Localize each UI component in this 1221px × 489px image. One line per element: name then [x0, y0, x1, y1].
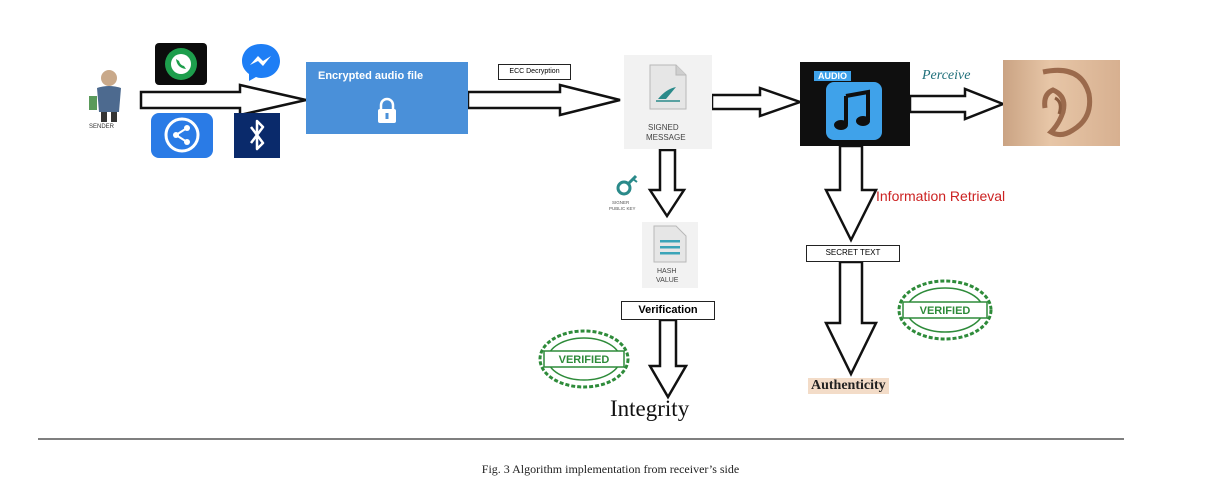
ear-image [1003, 60, 1120, 146]
authenticity-label: Authenticity [808, 378, 889, 394]
audio-tag: AUDIO [814, 71, 851, 81]
signed-message-line2: MESSAGE [646, 133, 686, 142]
hash-value-line2: VALUE [656, 277, 679, 284]
arrow-audio-to-ear [908, 87, 1007, 121]
verified-stamp-right: VERIFIED [895, 278, 995, 342]
key-caption-line1: SIGNER [612, 200, 630, 205]
stamp-right-text: VERIFIED [920, 305, 971, 317]
sender-label: SENDER [89, 124, 115, 130]
person-icon [89, 70, 121, 122]
hash-document-icon [653, 225, 687, 263]
audio-card: AUDIO [800, 62, 910, 146]
shareit-icon [151, 113, 213, 158]
integrity-label: Integrity [610, 396, 690, 421]
stamp-left-text: VERIFIED [559, 354, 610, 366]
arrow-signed-to-hash [647, 148, 687, 219]
figure-caption: Fig. 3 Algorithm implementation from rec… [481, 462, 740, 476]
lock-icon [378, 97, 396, 123]
secret-text-label: SECRET TEXT [806, 245, 900, 262]
arrow-encrypted-to-signed [466, 83, 621, 117]
sender-figure [83, 66, 135, 130]
signed-message-line1: SIGNED [648, 123, 679, 132]
perceive-label: Perceive [922, 68, 971, 83]
encrypted-audio-box: Encrypted audio file [306, 62, 468, 134]
verification-label: Verification [621, 301, 715, 320]
arrow-sender-to-encrypted [139, 83, 307, 117]
hash-value-line1: HASH [657, 268, 677, 275]
key-caption-line2: PUBLIC KEY [609, 206, 636, 211]
music-note-icon [826, 82, 882, 140]
signed-message-card: SIGNED MESSAGE [624, 55, 712, 149]
information-retrieval-label: Information Retrieval [876, 188, 1006, 204]
encrypted-audio-title: Encrypted audio file [318, 70, 424, 82]
bluetooth-icon [234, 113, 280, 158]
ecc-decryption-label: ECC Decryption [498, 64, 571, 80]
hash-value-card: HASH VALUE [642, 222, 698, 288]
arrow-verification-to-integrity [647, 318, 689, 400]
signed-document-icon [649, 64, 687, 110]
arrow-signed-to-audio [710, 86, 804, 118]
public-key-icon [608, 170, 644, 206]
verified-stamp-left: VERIFIED [536, 328, 632, 390]
arrow-audio-to-secret [823, 144, 879, 243]
whatsapp-icon [155, 43, 207, 85]
messenger-icon [238, 40, 284, 84]
arrow-secret-to-authenticity [823, 260, 879, 377]
